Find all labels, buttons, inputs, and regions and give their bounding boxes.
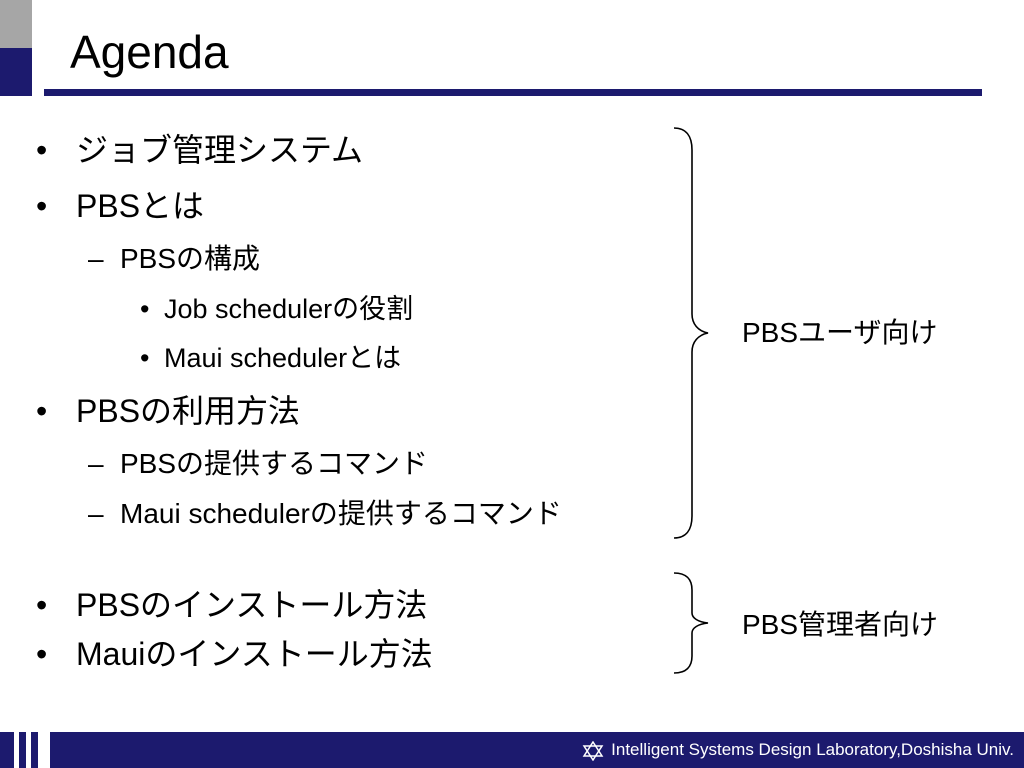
sub-sub-item-text: Job schedulerの役割 <box>164 294 414 324</box>
bullet-text: PBSの利用方法 <box>76 393 301 429</box>
dash-marker: – <box>88 243 104 274</box>
bullet-marker: • <box>36 393 48 429</box>
sub-item: –PBSの提供するコマンド <box>88 446 428 482</box>
user-group-brace <box>673 127 709 539</box>
slide-title: Agenda <box>70 26 229 78</box>
footer-bar: Intelligent Systems Design Laboratory,Do… <box>0 732 1024 768</box>
bullet-item: • PBSのインストール方法 <box>36 585 427 625</box>
user-group-label: PBSユーザ向け <box>742 317 938 348</box>
corner-navy-block <box>0 48 38 96</box>
footer-text: Intelligent Systems Design Laboratory,Do… <box>611 740 1014 759</box>
footer-stripe <box>14 732 19 768</box>
sub-item-text: Maui schedulerの提供するコマンド <box>120 498 562 529</box>
bullet-text: ジョブ管理システム <box>76 132 364 168</box>
sub-item: –PBSの構成 <box>88 241 260 277</box>
bullet-marker: • <box>36 587 48 623</box>
bullet-text: PBSのインストール方法 <box>76 587 428 623</box>
sub-item: –Maui schedulerの提供するコマンド <box>88 496 562 532</box>
bullet-text: Mauiのインストール方法 <box>76 636 433 672</box>
admin-group-label: PBS管理者向け <box>742 609 939 640</box>
sub-sub-item: • Maui schedulerとは <box>140 341 401 375</box>
bullet-item: • Mauiのインストール方法 <box>36 634 433 674</box>
bullet-item: • ジョブ管理システム <box>36 130 363 170</box>
bullet-item: • PBSの利用方法 <box>36 391 300 431</box>
doshisha-crest-icon <box>582 740 604 761</box>
footer-credit: Intelligent Systems Design Laboratory,Do… <box>581 732 1014 768</box>
bullet-marker: • <box>36 636 48 672</box>
corner-gray-block <box>0 0 38 48</box>
bullet-marker: • <box>140 343 150 373</box>
corner-divider <box>32 0 38 96</box>
sub-item-text: PBSの提供するコマンド <box>120 448 429 479</box>
sub-sub-item-text: Maui schedulerとは <box>164 343 402 373</box>
sub-sub-item: • Job schedulerの役割 <box>140 292 413 326</box>
bullet-marker: • <box>140 294 150 324</box>
bullet-marker: • <box>36 188 48 224</box>
sub-item-text: PBSの構成 <box>120 243 261 274</box>
admin-group-brace <box>673 572 709 674</box>
footer-stripe <box>26 732 31 768</box>
dash-marker: – <box>88 498 104 529</box>
bullet-item: • PBSとは <box>36 186 204 226</box>
bullet-marker: • <box>36 132 48 168</box>
bullet-text: PBSとは <box>76 188 205 224</box>
dash-marker: – <box>88 448 104 479</box>
footer-stripe <box>38 732 50 768</box>
title-underline <box>44 89 982 96</box>
